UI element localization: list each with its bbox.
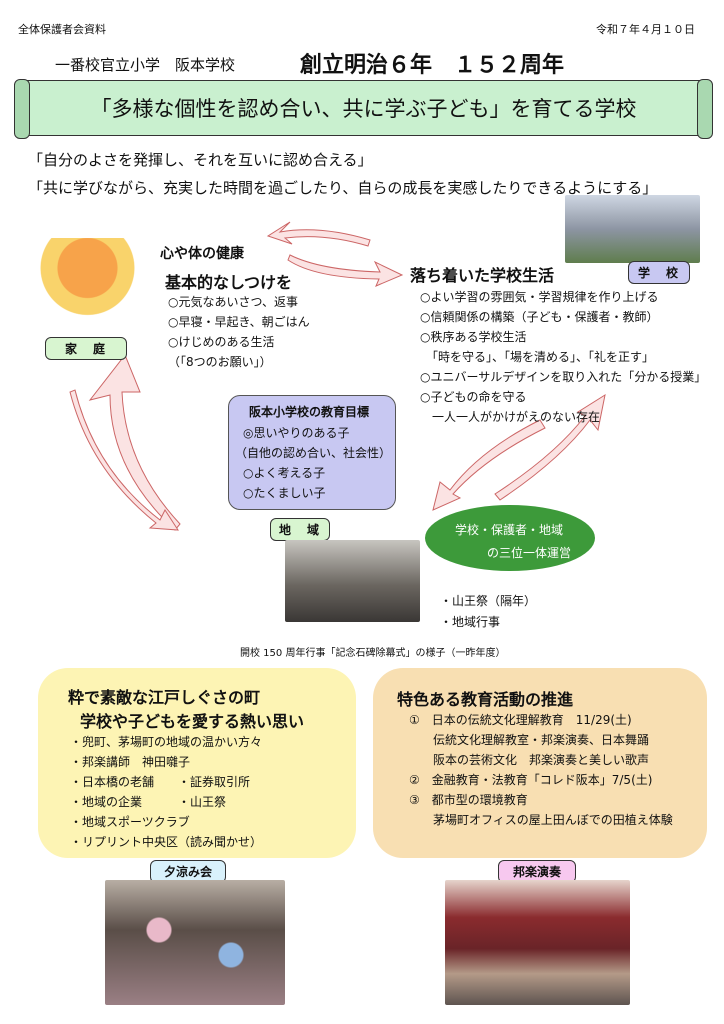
activities-box: 特色ある教育活動の推進 ① 日本の伝統文化理解教育 11/29(土) 伝統文化理… bbox=[373, 668, 707, 858]
evening-festival-label: 夕涼み会 bbox=[150, 860, 226, 883]
edo-list: ・兜町、茅場町の地域の温かい方々 ・邦楽講師 神田囃子 ・日本橋の老舗 ・地域の… bbox=[70, 732, 262, 852]
edo-list-right: ・証券取引所 ・山王祭 bbox=[178, 772, 250, 812]
goal-item: （自他の認め合い、社会性） bbox=[235, 446, 392, 460]
school-heading: 落ち着いた学校生活 bbox=[410, 266, 555, 285]
activity-item: 茅場町オフィスの屋上田んぼでの田植え体験 bbox=[409, 813, 673, 827]
ellipse-line-2: の三位一体運営 bbox=[487, 546, 572, 560]
activity-item: 阪本の芸術文化 邦楽演奏と美しい歌声 bbox=[409, 753, 650, 767]
arrow-community-to-school bbox=[494, 393, 606, 501]
home-item: ○早寝・早起き、朝ごはん bbox=[168, 315, 310, 329]
event-2: ・地域行事 bbox=[440, 615, 501, 629]
school-label: 学 校 bbox=[628, 261, 690, 284]
home-list: ○元気なあいさつ、返事 ○早寝・早起き、朝ごはん ○けじめのある生活 （「8つの… bbox=[168, 292, 310, 372]
home-item: ○けじめのある生活 bbox=[168, 335, 275, 349]
edo-item: ・リプリント中央区（読み聞かせ） bbox=[70, 835, 263, 849]
edo-item: ・証券取引所 bbox=[178, 775, 251, 789]
home-heading-2: 基本的なしつけを bbox=[165, 273, 293, 292]
school-item: ○子どもの命を守る bbox=[420, 390, 527, 404]
school-photo bbox=[565, 195, 700, 263]
education-goals-box: 阪本小学校の教育目標 ◎思いやりのある子 （自他の認め合い、社会性） ○よく考え… bbox=[228, 395, 396, 510]
quote-2: 「共に学びながら、充実した時間を過ごしたり、自らの成長を実感したりできるようにす… bbox=[28, 179, 658, 197]
arrow-community-to-home bbox=[88, 354, 181, 531]
goal-item: ○よく考える子 bbox=[243, 466, 326, 480]
edo-item: ・山王祭 bbox=[178, 795, 227, 809]
home-label: 家 庭 bbox=[45, 337, 127, 360]
trinity-ellipse: 学校・保護者・地域 の三位一体運営 bbox=[425, 505, 595, 571]
activity-item: ② 金融教育・法教育「コレド阪本」7/5(土) bbox=[409, 773, 653, 787]
founding-text: 創立明治６年 １５２周年 bbox=[300, 53, 565, 78]
community-caption: 開校 150 周年行事「記念石碑除幕式」の様子（一昨年度） bbox=[240, 648, 506, 659]
edo-box: 粋で素敵な江戸しぐさの町 学校や子どもを愛する熱い思い ・兜町、茅場町の地域の温… bbox=[38, 668, 356, 858]
banner-title: 「多様な個性を認め合い、共に学ぶ子ども」を育てる学校 bbox=[90, 97, 637, 121]
arrow-home-to-community bbox=[69, 389, 179, 531]
ellipse-line-1: 学校・保護者・地域 bbox=[455, 523, 564, 537]
school-item: 一人一人がかけがえのない存在 bbox=[420, 410, 601, 424]
edo-item: ・地域スポーツクラブ bbox=[70, 815, 190, 829]
school-item: ○信頼関係の構築（子ども・保護者・教師） bbox=[420, 310, 659, 324]
edo-heading-1: 粋で素敵な江戸しぐさの町 bbox=[68, 688, 261, 707]
school-item: ○ユニバーサルデザインを取り入れた「分かる授業」 bbox=[420, 370, 707, 384]
school-item: 「時を守る」、「場を清める」、「礼を正す」 bbox=[420, 350, 655, 364]
activities-list: ① 日本の伝統文化理解教育 11/29(土) 伝統文化理解教室・邦楽演奏、日本舞… bbox=[409, 710, 673, 830]
document-type: 全体保護者会資料 bbox=[18, 23, 106, 36]
home-item: ○元気なあいさつ、返事 bbox=[168, 295, 298, 309]
date: 令和７年４月１０日 bbox=[596, 23, 695, 36]
goals-title: 阪本小学校の教育目標 bbox=[249, 405, 370, 419]
arrow-school-to-community bbox=[432, 419, 546, 511]
home-item: （「8つのお願い」） bbox=[168, 355, 272, 369]
evening-festival-photo bbox=[105, 880, 285, 1005]
event-1: ・山王祭（隔年） bbox=[440, 594, 537, 608]
home-illustration bbox=[40, 238, 135, 338]
arrow-home-to-school bbox=[287, 254, 404, 287]
school-item: ○よい学習の雰囲気・学習規律を作り上げる bbox=[420, 290, 659, 304]
edo-item: ・日本橋の老舗 bbox=[70, 775, 155, 789]
arrow-school-to-home bbox=[266, 221, 371, 247]
japanese-music-label: 邦楽演奏 bbox=[498, 860, 576, 883]
community-photo bbox=[285, 540, 420, 622]
title-banner: 「多様な個性を認め合い、共に学ぶ子ども」を育てる学校 bbox=[14, 79, 713, 139]
activity-item: ① 日本の伝統文化理解教育 11/29(土) bbox=[409, 713, 632, 727]
edo-item: ・邦楽講師 神田囃子 bbox=[70, 755, 191, 769]
activity-item: 伝統文化理解教室・邦楽演奏、日本舞踊 bbox=[409, 733, 650, 747]
goal-item: ○たくましい子 bbox=[243, 486, 326, 500]
quote-1: 「自分のよさを発揮し、それを互いに認め合える」 bbox=[28, 151, 373, 169]
goal-item: ◎思いやりのある子 bbox=[243, 426, 350, 440]
home-heading-1: 心や体の健康 bbox=[160, 246, 244, 262]
edo-heading-2: 学校や子どもを愛する熱い思い bbox=[80, 712, 305, 731]
community-label: 地 域 bbox=[270, 518, 330, 541]
activity-item: ③ 都市型の環境教育 bbox=[409, 793, 528, 807]
edo-item: ・兜町、茅場町の地域の温かい方々 bbox=[70, 735, 263, 749]
edo-item: ・地域の企業 bbox=[70, 795, 143, 809]
activities-heading: 特色ある教育活動の推進 bbox=[397, 690, 574, 709]
japanese-music-photo bbox=[445, 880, 630, 1005]
school-name: 一番校官立小学 阪本学校 bbox=[55, 56, 236, 74]
school-list: ○よい学習の雰囲気・学習規律を作り上げる ○信頼関係の構築（子ども・保護者・教師… bbox=[420, 287, 706, 427]
school-item: ○秩序ある学校生活 bbox=[420, 330, 527, 344]
